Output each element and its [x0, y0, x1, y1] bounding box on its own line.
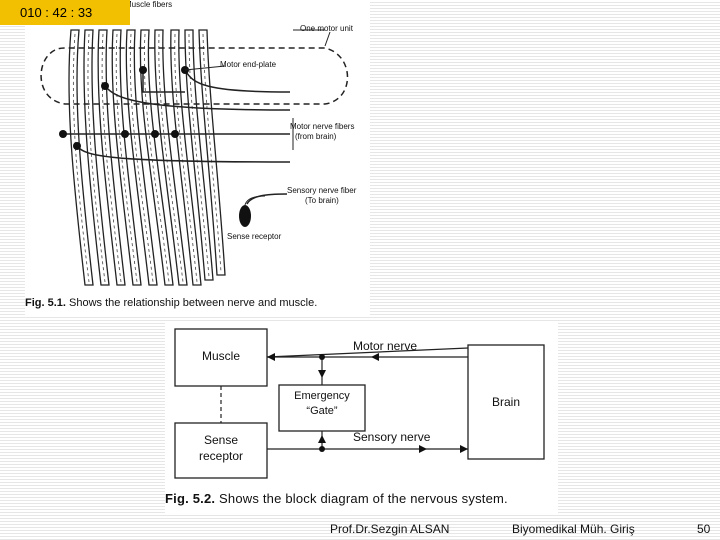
label-motor-fibers-sub: (from brain): [295, 132, 337, 141]
motor-unit-outline: [40, 47, 349, 105]
label-motor-fibers: Motor nerve fibers: [290, 122, 355, 131]
footer-page-number: 50: [697, 522, 711, 536]
figure1-caption-text: Shows the relationship between nerve and…: [65, 297, 318, 309]
block-diagram-svg: [174, 328, 545, 479]
timer-label: 010 : 42 : 33: [20, 5, 93, 20]
muscle-fibers: [68, 29, 226, 286]
figure-block-diagram: Muscle Sense receptor Emergency “Gate” B…: [165, 323, 558, 515]
label-end-plate: Motor end-plate: [220, 60, 277, 69]
sense-receptor-box: [174, 422, 268, 479]
muscle-box-label: Muscle: [201, 349, 240, 363]
countdown-timer: 010 : 42 : 33: [0, 0, 130, 25]
figure1-caption: Fig. 5.1. Shows the relationship between…: [25, 297, 317, 309]
gate-box-label-1: Emergency: [294, 390, 350, 402]
gate-box: [278, 384, 366, 432]
gate-box-label-2: “Gate”: [306, 405, 338, 417]
figure1-caption-prefix: Fig. 5.1.: [25, 297, 66, 309]
label-sensory-fiber: Sensory nerve fiber: [287, 186, 357, 195]
figure2-caption-prefix: Fig. 5.2.: [165, 491, 216, 506]
sense-box-label-2: receptor: [198, 449, 244, 463]
brain-box: [467, 344, 545, 460]
motor-nerve-fibers: [63, 69, 291, 163]
figure-nerve-muscle: Muscle fibers One motor unit Motor end-p…: [25, 0, 370, 316]
label-sensory-fiber-sub: (To brain): [305, 196, 339, 205]
figure2-caption: Fig. 5.2. Shows the block diagram of the…: [165, 491, 508, 506]
label-motor-unit: One motor unit: [300, 24, 353, 33]
label-muscle-fibers: Muscle fibers: [125, 0, 173, 9]
nerve-muscle-illustration: [40, 29, 349, 286]
figure2-caption-text: Shows the block diagram of the nervous s…: [215, 491, 508, 506]
sensory-nerve-label: Sensory nerve: [353, 430, 431, 444]
footer-author: Prof.Dr.Sezgin ALSAN: [330, 522, 450, 536]
label-sense-receptor: Sense receptor: [227, 232, 282, 241]
motor-nerve-label: Motor nerve: [353, 339, 418, 353]
motor-end-plates: [59, 66, 189, 150]
sensory-nerve-fiber: [246, 193, 288, 205]
sense-receptor-shape: [239, 205, 251, 227]
footer-course: Biyomedikal Müh. Giriş: [512, 522, 635, 536]
brain-box-label: Brain: [491, 395, 520, 409]
sense-box-label-1: Sense: [203, 433, 239, 447]
muscle-box: [174, 328, 268, 387]
